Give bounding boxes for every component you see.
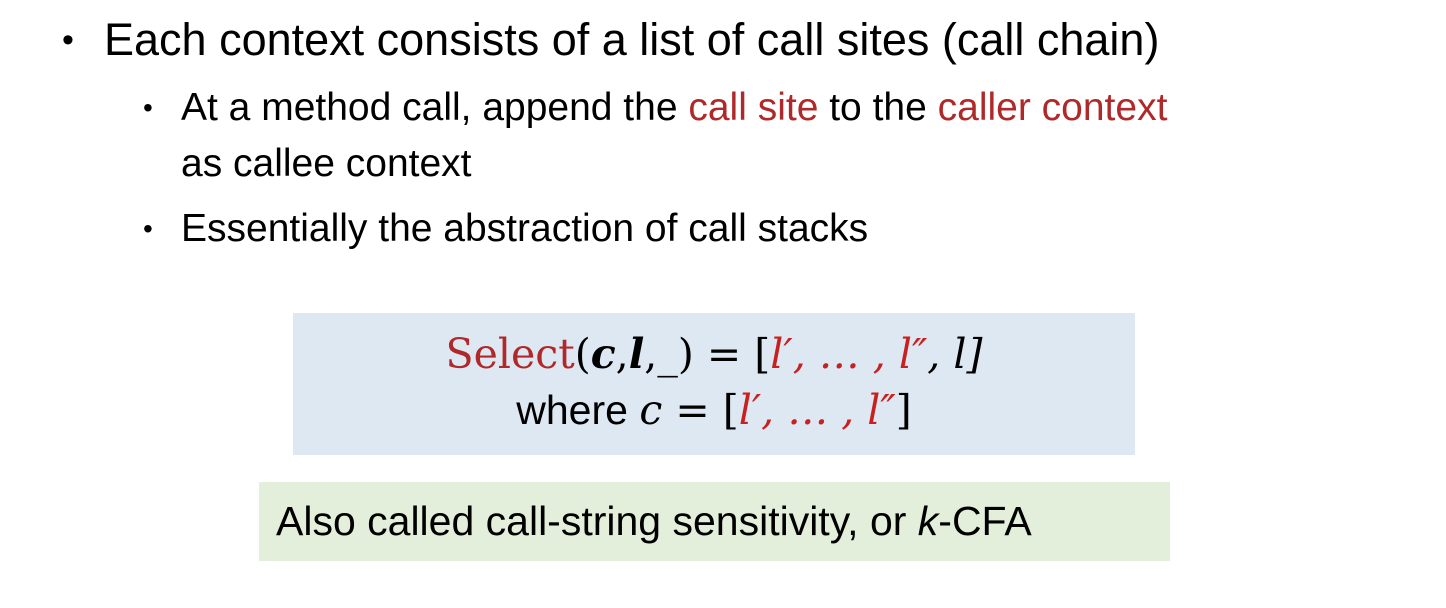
bullet-sub-2-text: Essentially the abstraction of call stac… [181, 207, 869, 250]
formula-caller-list-2: l′, … , l″ [738, 386, 896, 434]
formula-l: l [628, 330, 645, 378]
bullet-dot: • [143, 213, 153, 244]
formula-underscore: _ [657, 330, 678, 378]
bullet-sub-1-line-2: as callee context [181, 142, 472, 185]
formula-eq2: = [ [662, 386, 739, 434]
bullet-sub-1: • At a method call, append the call site… [143, 80, 1167, 192]
formula-line-select: Select(c,l,_) = [l′, … , l″, l] [293, 329, 1135, 379]
text-segment: At a method call, append the [181, 86, 689, 129]
note-text: Also called call-string sensitivity, or … [276, 494, 1032, 548]
formula-caller-list: l′, … , l″ [770, 330, 928, 378]
bullet-sub-2: • Essentially the abstraction of call st… [143, 201, 868, 257]
formula-last: , l] [927, 330, 983, 378]
formula-comma: , [615, 330, 629, 378]
highlight-call-site: call site [688, 86, 819, 129]
formula-comma: , [644, 330, 658, 378]
formula-where: where [516, 387, 640, 433]
bullet-sub-1-content: At a method call, append the call site t… [181, 80, 1167, 192]
bullet-dot: • [143, 92, 153, 123]
highlight-caller-context: caller context [937, 86, 1168, 129]
formula-c: c [590, 330, 616, 378]
formula-open-paren: ( [574, 330, 591, 378]
note-box: Also called call-string sensitivity, or … [259, 482, 1170, 561]
formula-c2: c [639, 386, 663, 434]
formula-line-where: where c = [l′, … , l″] [293, 385, 1135, 435]
bullet-main: • Each context consists of a list of cal… [62, 12, 1159, 68]
bullet-main-text: Each context consists of a list of call … [104, 14, 1160, 65]
formula-select: Select [445, 330, 575, 378]
text-segment: to the [818, 86, 938, 129]
note-k: k [917, 498, 939, 544]
bullet-dot: • [62, 21, 74, 59]
note-after: -CFA [938, 498, 1032, 544]
note-before: Also called call-string sensitivity, or [276, 498, 918, 544]
bullet-sub-1-line-1: At a method call, append the call site t… [181, 80, 1167, 136]
formula-close-eq: ) = [ [677, 330, 771, 378]
formula-close2: ] [895, 386, 912, 434]
formula-box: Select(c,l,_) = [l′, … , l″, l] where c … [293, 313, 1135, 455]
